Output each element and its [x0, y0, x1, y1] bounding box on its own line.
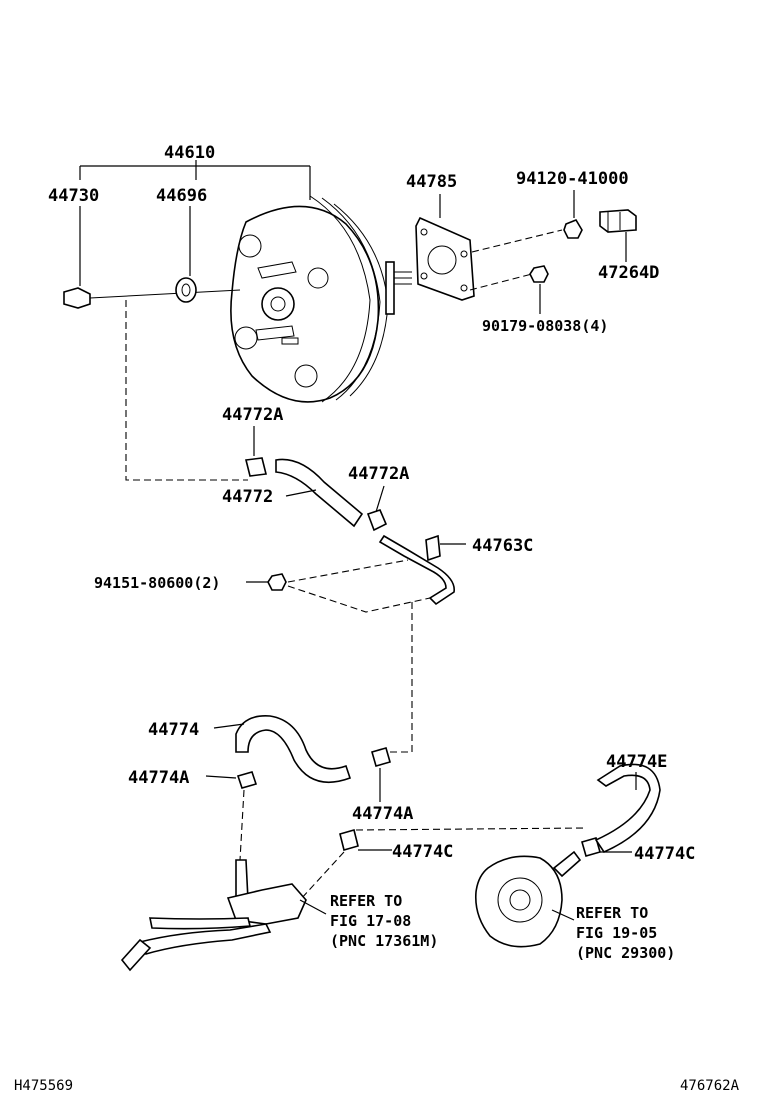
vacuum-pump-assembly [474, 850, 582, 948]
label-plug: 94120-41000 [516, 169, 629, 189]
label-middle-clip-right: 44774A [352, 804, 413, 824]
label-bracket: 47264D [598, 263, 659, 283]
lower-clip-left [339, 829, 359, 851]
reference-right-line-3: (PNC 29300) [576, 944, 675, 962]
label-lower-clip-left: 44774C [392, 842, 453, 862]
reference-right-line-2: FIG 19-05 [576, 924, 657, 942]
nut-part [529, 265, 549, 283]
footer-right-code: 476762A [680, 1078, 740, 1094]
label-pipe: 44763C [472, 536, 533, 556]
label-middle-clip-left: 44774A [128, 768, 189, 788]
label-seal: 44696 [156, 186, 207, 206]
reference-left-line-3: (PNC 17361M) [330, 932, 438, 950]
middle-vacuum-hose [235, 715, 391, 789]
label-nut: 90179-08038(4) [482, 317, 608, 335]
gasket-part [415, 216, 475, 301]
label-upper-clip-b: 44772A [348, 464, 409, 484]
label-middle-hose: 44774 [148, 720, 199, 740]
label-booster-assembly: 44610 [164, 143, 215, 163]
seal-part [175, 277, 197, 303]
reference-right-line-1: REFER TO [576, 904, 648, 922]
plug-part [563, 219, 583, 239]
right-vacuum-hose [594, 763, 661, 854]
reference-left-line-1: REFER TO [330, 892, 402, 910]
reference-left-line-2: FIG 17-08 [330, 912, 411, 930]
clevis-part [63, 287, 241, 309]
label-upper-hose: 44772 [222, 487, 273, 507]
label-right-hose: 44774E [606, 752, 667, 772]
label-lower-clip-right: 44774C [634, 844, 695, 864]
label-clevis: 44730 [48, 186, 99, 206]
intake-pipe-assembly [120, 859, 307, 972]
upper-vacuum-hose [245, 457, 388, 532]
vacuum-pipe [378, 534, 455, 606]
bolt-part [267, 573, 287, 591]
label-bolt: 94151-80600(2) [94, 574, 220, 592]
bracket-part [599, 209, 637, 233]
brake-booster [230, 195, 412, 403]
label-gasket: 44785 [406, 172, 457, 192]
footer-left-code: H475569 [14, 1078, 73, 1094]
label-upper-clip: 44772A [222, 405, 283, 425]
